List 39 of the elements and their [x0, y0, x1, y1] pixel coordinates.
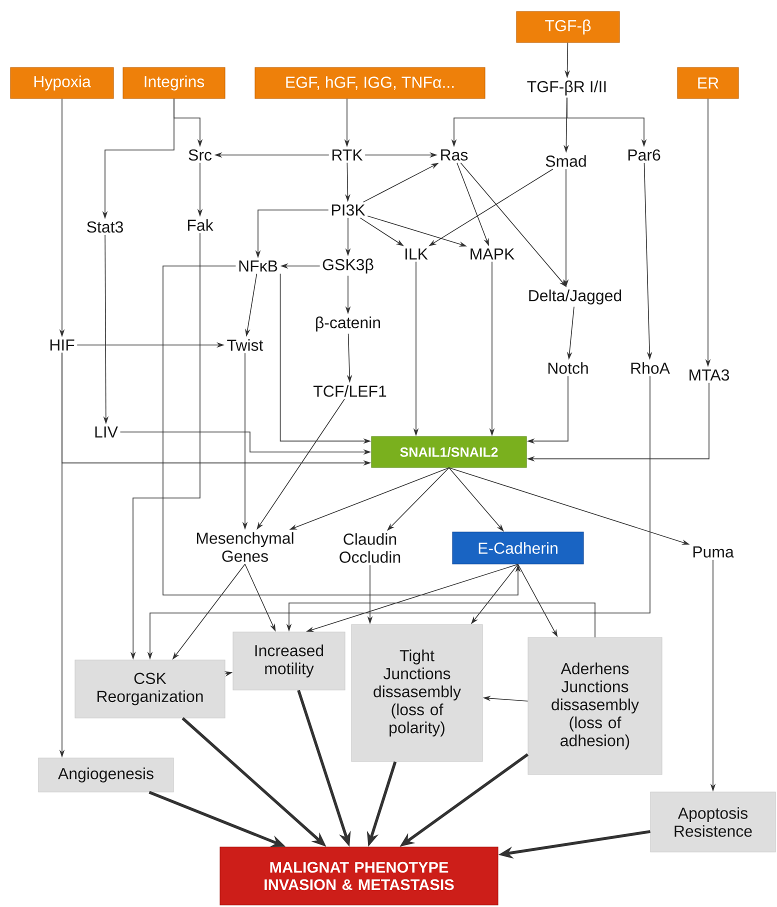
stimulus-box: EGF, hGF, IGG, TNFα... [254, 67, 486, 99]
protein-label: RTK [332, 150, 363, 160]
protein-box: E-Cadherin [452, 532, 584, 564]
outcome-box: CSK Reorganization [74, 660, 226, 718]
protein-label: β-catenin [316, 316, 380, 332]
protein-label: NFκB [239, 260, 278, 272]
stimulus-box: Hypoxia [10, 67, 114, 99]
protein-label: RhoA [631, 362, 670, 374]
protein-label: Src [188, 149, 212, 161]
protein-label: Smad [546, 155, 586, 167]
protein-label: MAPK [470, 248, 514, 260]
protein-label: HIF [50, 340, 74, 350]
protein-label: Delta/Jagged [529, 290, 622, 304]
protein-label: LIV [95, 426, 118, 438]
protein-label: Mesenchymal Genes [196, 532, 294, 562]
protein-label: ILK [405, 248, 428, 260]
outcome-box: Aderhens Junctions dissasembly (loss of adhesion) [528, 637, 662, 775]
protein-label: Stat3 [87, 221, 123, 233]
protein-label: Puma [693, 546, 734, 558]
protein-label: Par6 [628, 149, 660, 161]
protein-label: TCF/LEF1 [313, 385, 386, 397]
protein-label: Ras [441, 149, 468, 161]
protein-label: Claudin Occludin [340, 533, 400, 563]
phenotype-box: MALIGNAT PHENOTYPE INVASION & METASTASIS [220, 846, 498, 906]
outcome-box: Apoptosis Resistence [650, 792, 776, 852]
outcome-box: Angiogenesis [38, 758, 174, 792]
protein-label: TGF-βR I/II [527, 80, 606, 96]
protein-label: Notch [548, 362, 588, 374]
transcription-factor-box: SNAIL1/SNAIL2 [371, 436, 527, 468]
stimulus-box: Integrins [122, 67, 226, 99]
protein-label: MTA3 [690, 369, 730, 381]
outcome-box: Tight Junctions dissasembly (loss of polarity) [351, 624, 483, 762]
outcome-box: Increased motility [232, 632, 346, 690]
protein-label: PI3K [332, 204, 366, 216]
stimulus-box: ER [677, 67, 739, 99]
protein-label: Fak [188, 219, 214, 231]
protein-label: Twist [227, 339, 264, 351]
stimulus-box: TGF-β [516, 11, 620, 43]
protein-label: GSK3β [322, 258, 374, 274]
